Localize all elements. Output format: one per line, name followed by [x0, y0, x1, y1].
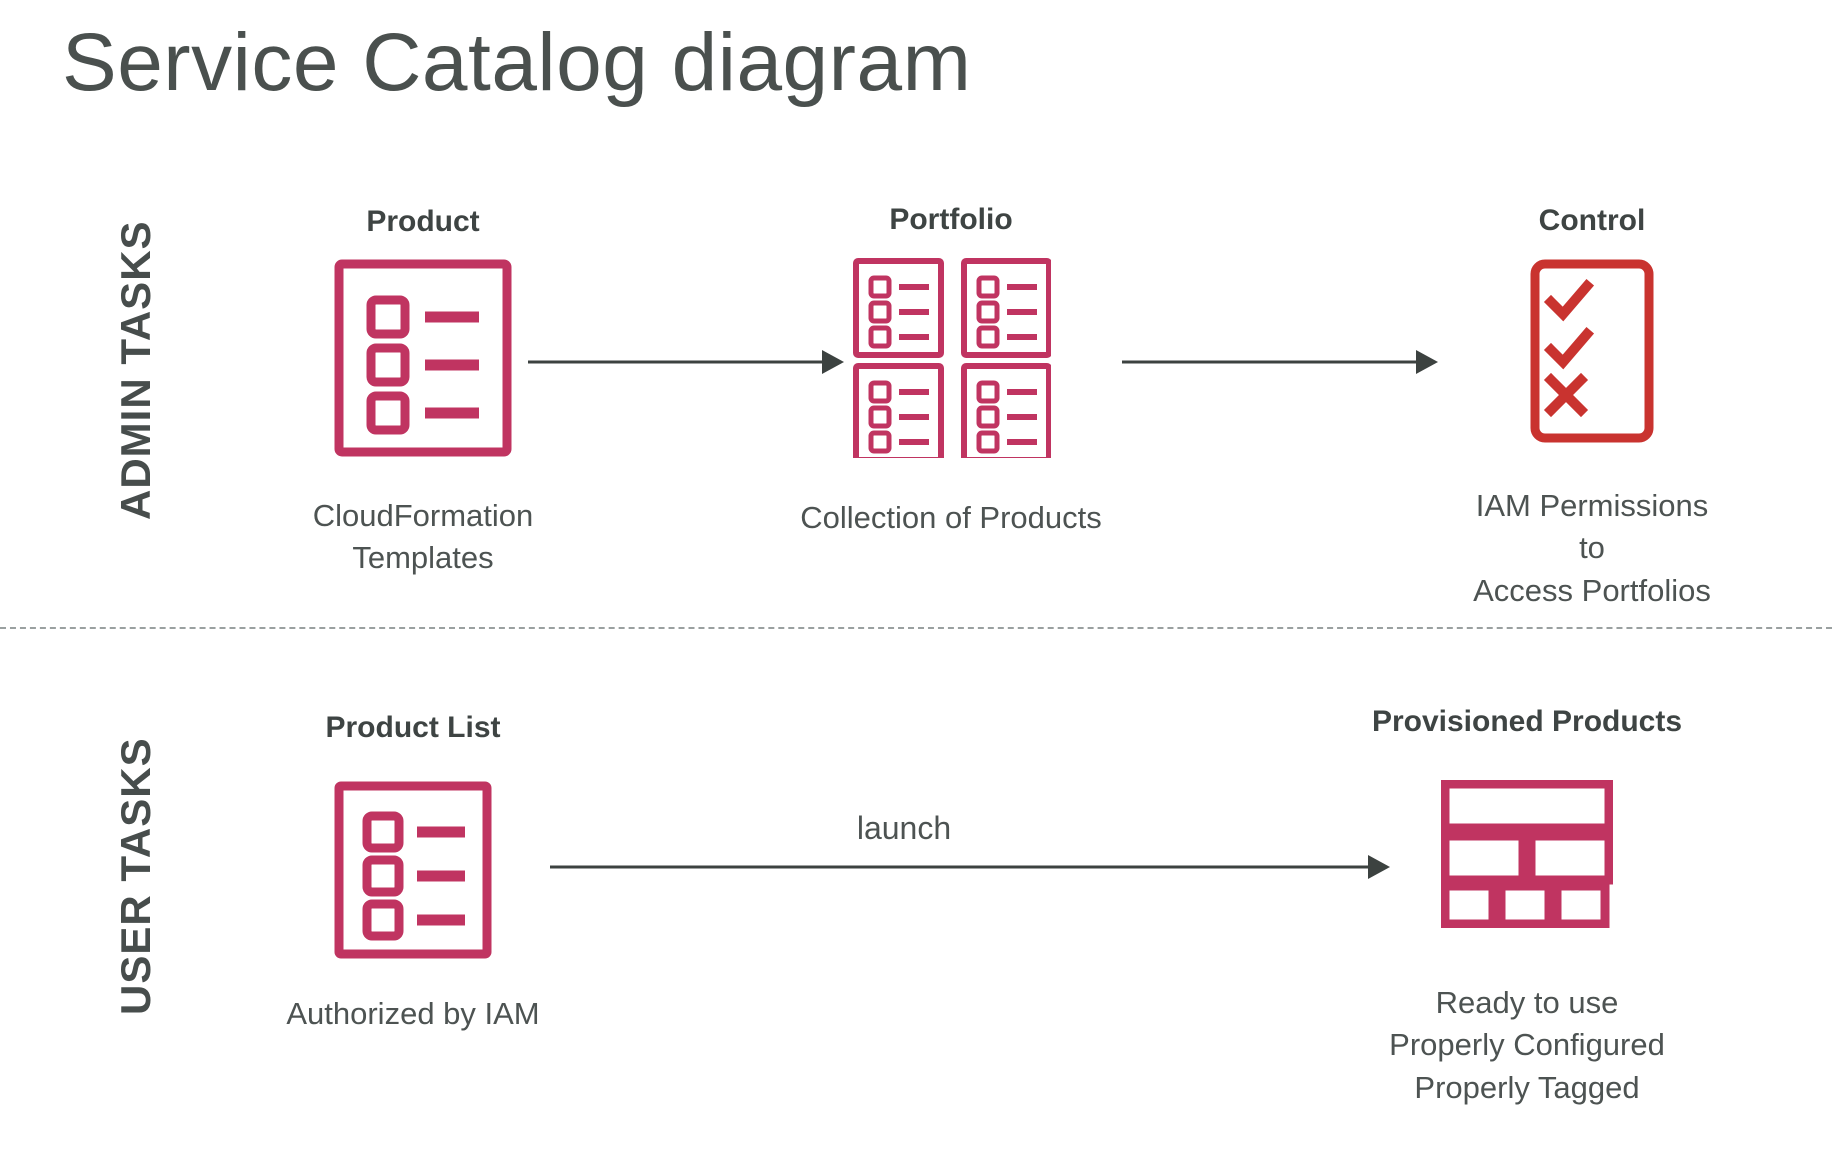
layout-blocks-icon — [1440, 779, 1614, 933]
section-divider — [0, 627, 1832, 629]
arrow-label-launch: launch — [856, 810, 952, 846]
band-label-user-tasks: USER TASKS — [112, 737, 159, 1015]
node-title-portfolio: Portfolio — [889, 203, 1013, 236]
band-label-admin-tasks: ADMIN TASKS — [112, 220, 159, 520]
arrow-launch — [550, 845, 1390, 894]
arrow-portfolio-to-control — [1122, 340, 1438, 389]
arrow-product-to-portfolio — [528, 340, 844, 389]
document-checklist-icon — [333, 780, 493, 965]
node-caption-control: IAM Permissions to Access Portfolios — [1473, 488, 1711, 608]
node-title-product-list: Product List — [325, 711, 501, 744]
node-title-control: Control — [1538, 204, 1646, 237]
four-documents-grid-icon — [851, 258, 1052, 463]
node-caption-provisioned-products: Ready to use Properly Configured Properl… — [1389, 985, 1665, 1105]
node-title-product: Product — [366, 205, 480, 238]
node-caption-product-list: Authorized by IAM — [286, 996, 540, 1031]
document-checklist-icon — [333, 258, 513, 463]
page-title: Service Catalog diagram — [62, 17, 972, 108]
node-caption-portfolio: Collection of Products — [800, 500, 1102, 535]
checklist-approval-icon — [1529, 258, 1655, 449]
node-caption-product: CloudFormation Templates — [312, 498, 534, 576]
node-title-provisioned-products: Provisioned Products — [1371, 705, 1683, 738]
